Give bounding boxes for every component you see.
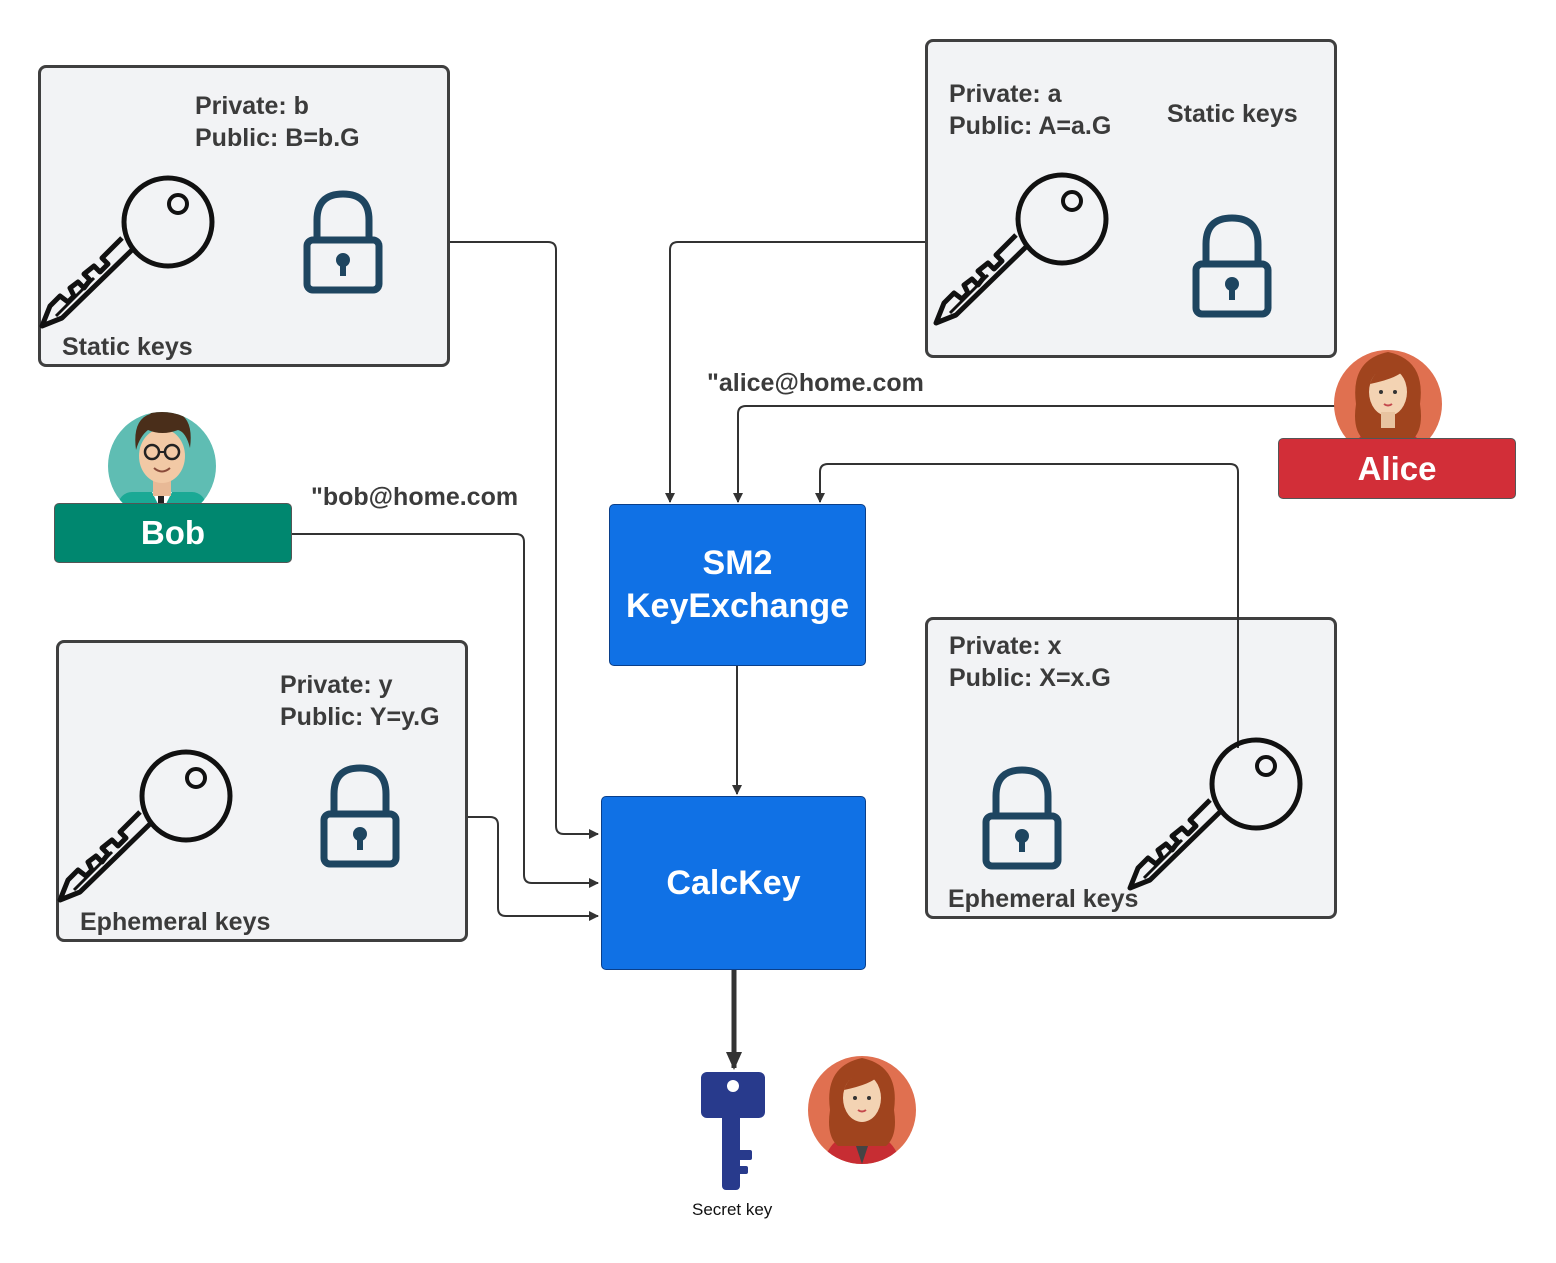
alice-static-public-lock-icon [1196,218,1268,314]
alice-static-public: Public: A=a.G [949,112,1112,140]
alice-secret-avatar-icon [808,1056,916,1164]
bob-ephemeral-title: Ephemeral keys [80,908,271,936]
bob-tag: Bob [54,503,292,563]
calckey-label: CalcKey [666,863,801,902]
sm2-keyexchange-box: SM2 KeyExchange [609,504,866,666]
bob-static-public: Public: B=b.G [195,124,360,152]
secret-key-label: Secret key [692,1200,773,1219]
arrow-bob-id-to-calckey [292,533,599,888]
arrow-alice-id-to-keyexchange [733,405,1336,503]
calckey-box: CalcKey [601,796,866,970]
bob-ephemeral-private-key-icon [60,752,230,900]
arrow-bob-static-to-calckey [380,241,599,839]
bob-avatar-icon [108,412,216,520]
alice-static-private: Private: a [949,80,1062,108]
bob-static-keys-box [38,65,450,367]
bob-email-label: "bob@home.com [311,483,519,511]
bob-ephemeral-private: Private: y [280,671,393,699]
bob-ephemeral-public: Public: Y=y.G [280,703,440,731]
bob-ephemeral-public-lock-icon [324,768,396,864]
alice-ephemeral-private-key-icon [1130,740,1300,888]
alice-ephemeral-private: Private: x [949,632,1062,660]
bob-static-public-lock-icon [307,194,379,290]
keyexchange-line2: KeyExchange [626,587,849,625]
secret-key-icon [701,1072,765,1190]
arrow-alice-ephemeral-to-keyexchange [815,463,1239,748]
alice-avatar-icon [1334,350,1442,458]
bob-static-private: Private: b [195,92,309,120]
alice-ephemeral-public-lock-icon [986,770,1058,866]
bob-name: Bob [140,514,206,551]
arrow-bob-ephemeral-to-calckey [396,816,599,921]
alice-name: Alice [1357,449,1437,487]
bob-static-title: Static keys [62,333,193,361]
alice-static-private-key-icon [936,175,1106,323]
bob-ephemeral-keys-box [56,640,468,942]
arrow-alice-static-to-keyexchange [665,241,1016,503]
alice-email-label: "alice@home.com [707,369,924,397]
alice-tag: Alice [1278,438,1516,499]
bob-static-private-key-icon [42,178,212,326]
alice-ephemeral-title: Ephemeral keys [948,885,1139,913]
keyexchange-line1: SM2 [702,544,773,582]
alice-ephemeral-public: Public: X=x.G [949,664,1111,692]
alice-static-title: Static keys [1167,100,1298,128]
